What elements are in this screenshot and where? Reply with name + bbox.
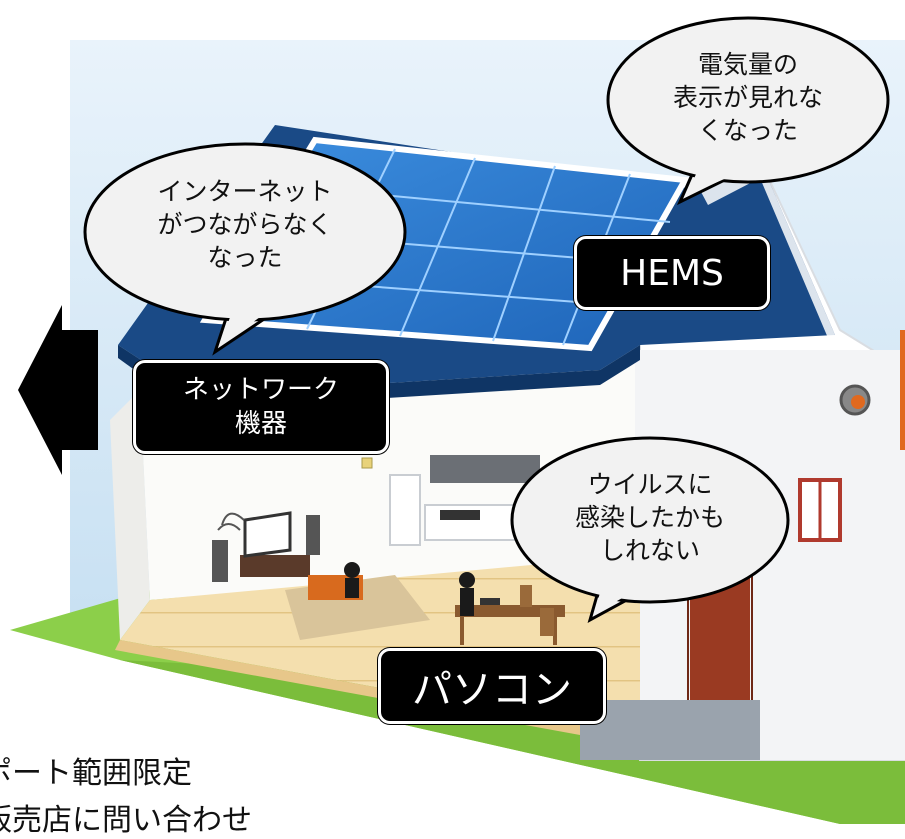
network-device-label: ネットワーク 機器	[133, 360, 389, 454]
left-arrow-icon	[18, 305, 98, 475]
fridge	[389, 474, 421, 546]
roof-gable-edge	[700, 160, 835, 338]
footer-line-1: ポート範囲限定	[0, 756, 192, 791]
pc-label: パソコン	[378, 648, 606, 724]
wall-picture	[361, 457, 373, 469]
hems-speech-bubble	[606, 16, 890, 206]
accent-bar	[900, 330, 905, 450]
person-at-pc	[459, 572, 475, 588]
footer-line-2: 販売店に問い合わせ	[0, 803, 252, 838]
virus-speech-bubble	[510, 436, 790, 624]
hems-label: HEMS	[574, 236, 770, 310]
house-foundation	[580, 700, 760, 760]
hems-bubble-text: 電気量の 表示が見れな くなった	[672, 50, 823, 145]
tv-stand	[240, 555, 310, 577]
dining-table	[455, 605, 565, 617]
tv	[243, 511, 292, 558]
person-sitting	[344, 562, 360, 578]
speaker-left	[212, 540, 228, 582]
internet-speech-bubble	[83, 142, 407, 356]
wifi-icon	[217, 512, 245, 531]
laptop-icon	[480, 598, 500, 605]
speaker-right	[306, 515, 320, 555]
chair	[540, 608, 554, 636]
internet-bubble-text: インターネット がつながらなく なった	[157, 177, 333, 272]
virus-bubble-text: ウイルスに 感染したかも しれない	[574, 470, 725, 565]
kitchen-hood	[430, 455, 540, 483]
